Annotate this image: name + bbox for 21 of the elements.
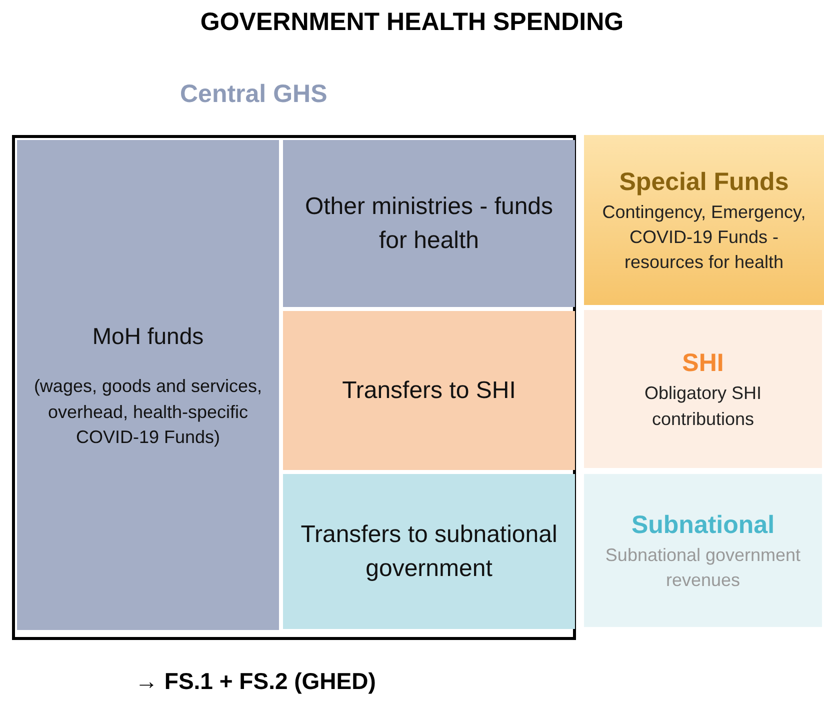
heading: Subnational <box>631 510 775 541</box>
group-heading: Central GHS <box>180 80 328 109</box>
label: Other ministries - funds for health <box>304 192 554 256</box>
title: GOVERNMENT HEALTH SPENDING <box>199 8 625 37</box>
category-card <box>584 135 824 305</box>
label: Transfers to SHI <box>342 376 516 406</box>
category-box <box>17 140 279 630</box>
category-box <box>283 474 575 629</box>
label: Transfers to subnational government <box>300 520 558 584</box>
category-card <box>584 310 822 468</box>
formula-note: → FS.1 + FS.2 (GHED) <box>135 668 376 695</box>
description: Contingency, Emergency, COVID-19 Funds - resources for health <box>601 200 807 274</box>
category-box <box>283 140 575 307</box>
description: Obligatory SHI contributions <box>643 382 763 430</box>
description: (wages, goods and services, overhead, health-specific COVID-19 Funds) <box>32 375 264 449</box>
description: Subnational government revenues <box>604 544 802 592</box>
title: MoH funds <box>92 322 204 352</box>
heading: SHI <box>682 348 724 380</box>
heading: Special Funds <box>619 166 789 198</box>
category-card <box>584 474 822 627</box>
category-box <box>283 311 575 470</box>
